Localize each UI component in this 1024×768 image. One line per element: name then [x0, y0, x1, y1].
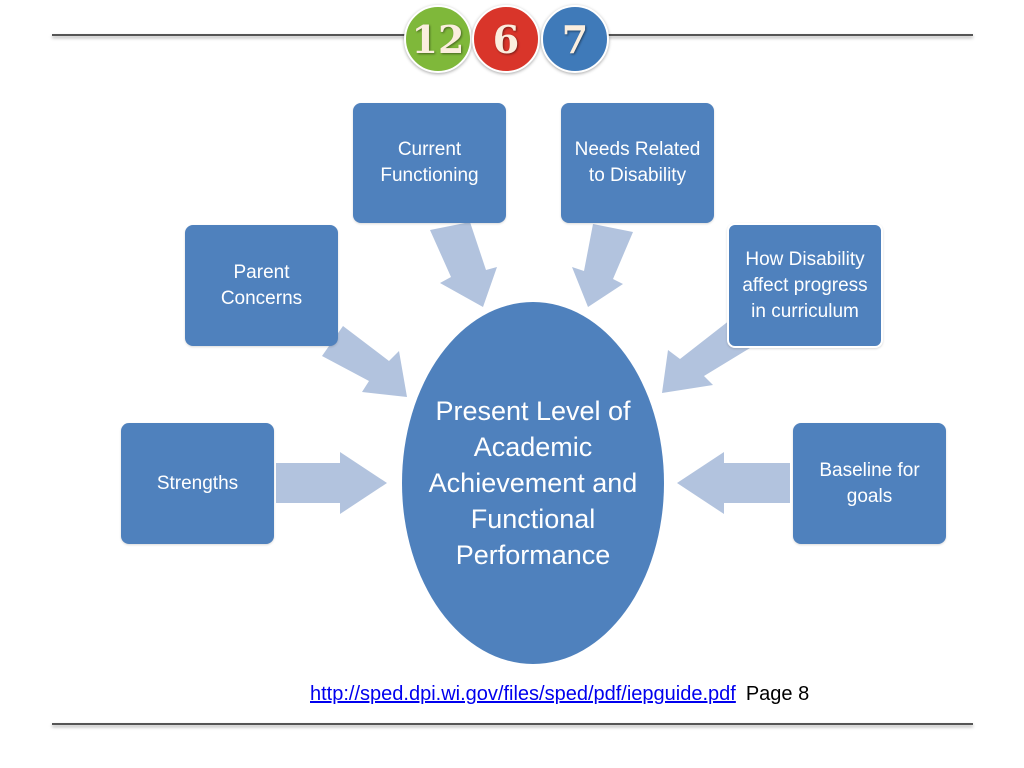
node-strengths: Strengths — [121, 423, 274, 544]
node-needs-related-to-disability: Needs Related to Disability — [561, 103, 714, 223]
top-rule-right — [608, 34, 973, 36]
arrow-current-functioning — [430, 222, 497, 307]
arrow-parent-concerns — [322, 326, 407, 397]
page-number: Page 8 — [745, 683, 810, 705]
footer: http://sped.dpi.wi.gov/files/sped/pdf/ie… — [310, 683, 809, 706]
top-rule-left — [52, 34, 412, 36]
node-current-functioning: Current Functioning — [353, 103, 506, 223]
logo-number-12: 12 — [404, 5, 472, 73]
logo-number-7: 7 — [541, 5, 609, 73]
arrow-strengths — [276, 452, 387, 514]
node-baseline-for-goals: Baseline for goals — [793, 423, 946, 544]
iep-guide-link[interactable]: http://sped.dpi.wi.gov/files/sped/pdf/ie… — [310, 683, 736, 705]
arrow-needs-related — [572, 224, 633, 307]
node-how-disability-affect-progress: How Disability affect progress in curric… — [727, 223, 883, 348]
center-present-level: Present Level of Academic Achievement an… — [402, 302, 664, 664]
logo-number-6: 6 — [472, 5, 540, 73]
arrow-baseline — [677, 452, 790, 514]
node-parent-concerns: Parent Concerns — [185, 225, 338, 346]
center-label: Present Level of Academic Achievement an… — [428, 396, 638, 570]
bottom-rule — [52, 723, 973, 725]
